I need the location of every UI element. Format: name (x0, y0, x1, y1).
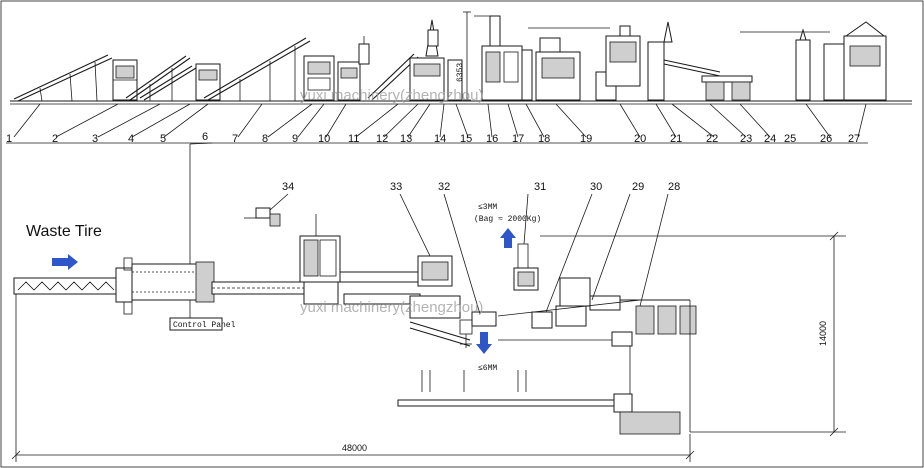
part-number: 13 (400, 133, 412, 145)
part-number: 32 (438, 181, 450, 193)
part-number: 23 (740, 133, 752, 145)
machines-28-31 (497, 243, 697, 347)
cyclone-16-18 (474, 15, 533, 101)
part-number: 31 (534, 181, 546, 193)
conveyor-24-25 (701, 75, 753, 101)
lower-line (397, 346, 681, 435)
part-number: 34 (282, 181, 294, 193)
conveyor-3 (125, 55, 191, 101)
watermark-top: yuxi machinery(zhengzhou) (300, 87, 483, 104)
machine-34 (244, 207, 281, 227)
size-3mm-label: ≤3MM (478, 203, 497, 212)
bag-capacity-label: (Bag ≈ 2000Kg) (474, 215, 541, 224)
size-6mm-label: ≤6MM (478, 364, 497, 373)
part-number: 3 (92, 133, 98, 145)
machine-33 (409, 255, 471, 347)
part-number: 19 (580, 133, 592, 145)
shredder-2 (112, 59, 138, 101)
waste-tire-label: Waste Tire (26, 223, 102, 240)
part-number: 15 (460, 133, 472, 145)
conveyor-4 (139, 65, 197, 101)
part-number: 16 (486, 133, 498, 145)
part-number: 12 (376, 133, 388, 145)
part-number: 24 (764, 133, 776, 145)
dust-collector-19 (535, 37, 581, 101)
part-numbers-plan: 34 33 32 31 30 29 28 (282, 181, 680, 193)
part-number: 21 (670, 133, 682, 145)
part-number: 11 (348, 133, 359, 145)
part-number: 10 (318, 133, 330, 145)
watermark-plan: yuxi machinery(zhengzhou) (300, 299, 483, 316)
leader-lines-plan (269, 193, 669, 315)
part-numbers-top: 1 2 3 4 5 7 8 9 10 11 12 13 14 15 16 17 … (6, 133, 860, 145)
crusher-5 (195, 63, 221, 101)
depth-dimension-label: 14000 (818, 321, 828, 346)
part-number: 29 (632, 181, 644, 193)
part-number: 28 (668, 181, 680, 193)
depth-dimension (540, 231, 846, 437)
leader-lines-top (6, 103, 868, 144)
part-number: 9 (292, 133, 298, 145)
height-dimension-label: 6353 (456, 63, 465, 82)
chain-conveyor: Control Panel (131, 261, 309, 331)
conveyor-7 (203, 37, 311, 101)
part-number: 18 (538, 133, 550, 145)
part-number: 33 (390, 181, 402, 193)
output-6mm-arrow-icon (476, 332, 492, 354)
elevation-view: 1 2 3 4 5 7 8 9 10 11 12 13 14 15 16 17 … (6, 11, 912, 145)
part-number: 8 (262, 133, 268, 145)
magnetic-21-23 (647, 21, 721, 101)
part-number: 26 (820, 133, 832, 145)
conveyor-1 (13, 54, 113, 102)
fine-mill-20 (528, 25, 641, 101)
height-dimension (463, 11, 471, 101)
part-number: 25 (784, 133, 796, 145)
part-number: 4 (128, 133, 134, 145)
control-panel-box (169, 317, 223, 331)
part-number: 30 (590, 181, 602, 193)
width-dimension (11, 294, 695, 462)
part-number: 14 (434, 133, 446, 145)
dust-system-26-27 (740, 21, 887, 101)
part-number: 22 (706, 133, 718, 145)
part-number: 1 (6, 133, 12, 145)
width-dimension-label: 48000 (342, 443, 367, 453)
plan-view: 6 Waste Tire Control Panel (11, 131, 846, 462)
primary-shredder (299, 214, 341, 305)
infeed-conveyor (13, 257, 133, 315)
part-number: 27 (848, 133, 860, 145)
part-number: 17 (512, 133, 524, 145)
machine-32 (459, 311, 497, 348)
part-number: 6 (202, 131, 208, 143)
mill-12-15 (409, 19, 463, 101)
control-panel-label: Control Panel (173, 321, 236, 330)
rasper-8-9 (303, 55, 335, 101)
input-arrow-icon (52, 254, 78, 270)
output-3mm-arrow-icon (500, 228, 516, 248)
part-number: 2 (52, 133, 58, 145)
part-number: 7 (232, 133, 238, 145)
separator-10 (337, 36, 370, 101)
part-number: 5 (160, 133, 166, 145)
part-number: 20 (634, 133, 646, 145)
